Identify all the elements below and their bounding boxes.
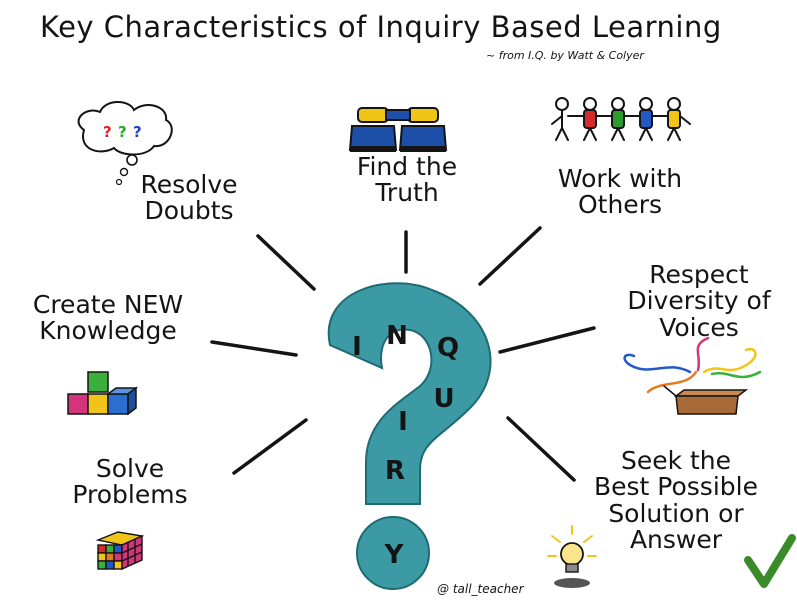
connector-line-resolve (256, 234, 316, 291)
connector-line-others (478, 226, 542, 286)
label-line: Diversity of (627, 286, 771, 316)
person-figure (667, 97, 691, 141)
label-line: Find the (356, 152, 458, 181)
bubble-mark: ? (118, 123, 127, 141)
binoculars-icon (348, 107, 448, 152)
bubble-mark: ? (133, 123, 142, 141)
label-create-new-knowledge: Create NEW Knowledge (4, 290, 212, 346)
inquiry-letter: I (352, 332, 362, 362)
label-seek-best-solution: Seek the Best Possible Solution or Answe… (578, 446, 774, 554)
label-line: Answer (629, 524, 723, 554)
connector-line-solve (232, 418, 308, 475)
label-line: Problems (72, 480, 188, 510)
person-figure (551, 97, 569, 141)
connector-line-diversity (498, 326, 596, 354)
inquiry-letters: I N Q U I R Y (352, 321, 459, 570)
building-blocks-icon (67, 371, 139, 416)
inquiry-letter: Y (384, 540, 405, 570)
lightbulb-icon (547, 525, 597, 588)
inquiry-letter: N (386, 321, 408, 351)
person-figure (583, 97, 597, 141)
label-solve-problems: Solve Problems (48, 454, 212, 510)
label-line: Create NEW (32, 290, 184, 319)
label-line: Solution or (608, 498, 744, 528)
label-find-the-truth: Find the Truth (334, 152, 480, 208)
connector-line-seek (506, 416, 576, 482)
label-line: Respect (649, 260, 749, 289)
question-mark-graphic (327, 282, 492, 590)
label-line: Best Possible (594, 472, 758, 502)
page-title: Key Characteristics of Inquiry Based Lea… (40, 10, 722, 44)
inquiry-letter: I (398, 407, 408, 437)
label-line: Doubts (144, 196, 234, 226)
label-line: Solve (95, 454, 165, 483)
connector-line-create (210, 340, 298, 357)
label-line: Knowledge (39, 316, 177, 346)
checkmark-icon (744, 534, 796, 588)
attribution-subtitle: ~ from I.Q. by Watt & Colyer (486, 49, 644, 62)
label-resolve-doubts: Resolve Doubts (128, 170, 250, 226)
bubble-mark: ? (103, 123, 112, 141)
inquiry-letter: U (433, 384, 454, 414)
label-line: Seek the (620, 446, 732, 475)
inquiry-letter: R (385, 456, 405, 486)
person-figure (639, 97, 653, 141)
label-respect-diversity: Respect Diversity of Voices (604, 260, 794, 342)
label-line: Others (577, 190, 662, 220)
label-work-with-others: Work with Others (534, 164, 706, 220)
person-figure (611, 97, 625, 141)
label-line: Truth (375, 178, 439, 208)
label-line: Resolve (140, 170, 238, 199)
connector-lines (210, 226, 596, 482)
thought-bubble-icon: ? ? ? (77, 101, 173, 186)
inquiry-letter: Q (437, 333, 459, 363)
box-with-streamers-icon (623, 336, 762, 415)
people-holding-hands-icon (551, 97, 691, 141)
label-line: Voices (659, 312, 739, 342)
label-line: Work with (557, 164, 683, 193)
rubiks-cube-icon (95, 531, 145, 571)
author-credit: @ tall_teacher (437, 582, 524, 596)
